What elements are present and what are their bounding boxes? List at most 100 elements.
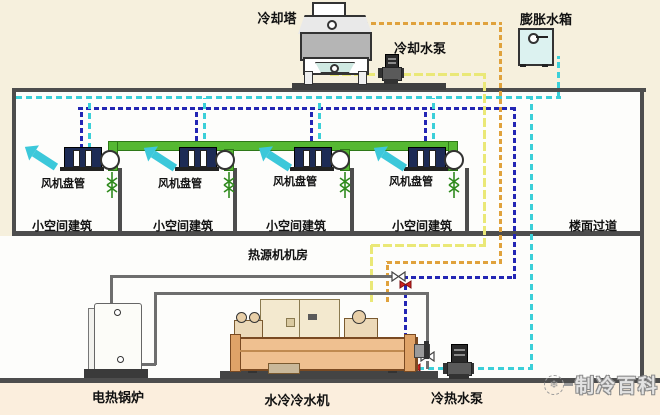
tower-platform — [292, 83, 446, 90]
fan-coil-base — [290, 167, 334, 171]
cooling-pump-motor — [385, 54, 399, 69]
riser-valve-icon — [106, 172, 118, 198]
boiler-return-drop — [426, 294, 429, 352]
vessel-end-cap — [230, 334, 241, 372]
shutoff-valve-icon — [391, 271, 406, 282]
float-ball-icon — [528, 33, 539, 44]
pump-flange — [378, 68, 383, 78]
chiller-control-cabinet — [260, 299, 340, 340]
water-pump-label: 冷热水泵 — [430, 391, 483, 406]
boiler-drain-circle — [117, 356, 124, 363]
fan-icon — [330, 150, 350, 170]
chilled-blue-drop — [404, 283, 407, 346]
snowflake-icon: ❄ — [549, 379, 559, 391]
chilled-blue-riser — [513, 107, 516, 279]
partition-1 — [118, 168, 122, 231]
expansion-tank-line — [557, 57, 560, 98]
tower-leg — [358, 71, 367, 85]
room-label: 小空间建筑 — [152, 219, 213, 233]
room-label: 小空间建筑 — [31, 219, 92, 233]
fan-coil-base — [404, 167, 448, 171]
floor-line — [12, 231, 644, 236]
fc2-cyan-drop — [203, 98, 206, 149]
cabinet-divider — [299, 300, 300, 337]
cooling-water-orange-drop — [386, 261, 389, 302]
fc4-cyan-drop — [432, 98, 435, 149]
roof-line — [12, 88, 646, 92]
corridor-label: 楼面过道 — [568, 219, 617, 233]
watermark-dash — [564, 383, 573, 386]
chilled-cyan-riser — [530, 96, 533, 370]
green-main-duct — [108, 141, 458, 151]
fc3-blue-drop — [310, 109, 313, 149]
cooling-water-orange-line — [355, 22, 502, 25]
chilled-supply-cyan-header — [16, 96, 561, 99]
fitting-circle — [249, 312, 260, 323]
cooling-pump-label: 冷却水泵 — [393, 41, 446, 56]
fc2-blue-drop — [195, 109, 198, 149]
valve-stub — [426, 361, 429, 369]
fan-coil-label: 风机盘管 — [389, 176, 433, 188]
fc4-blue-drop — [424, 109, 427, 149]
basin-drain-circle — [330, 64, 339, 73]
cooling-water-yellow-line — [371, 244, 486, 247]
vessel-tube-line — [240, 350, 404, 352]
cooling-water-yellow-drop — [370, 244, 373, 302]
fan-coil-unit — [64, 147, 102, 169]
fan-icon — [215, 150, 235, 170]
fc1-cyan-drop — [88, 98, 91, 149]
cooling-water-yellow-line — [330, 73, 486, 76]
fan-coil-label: 风机盘管 — [273, 176, 317, 188]
riser-valve-icon — [339, 172, 351, 198]
boiler-base — [84, 369, 148, 378]
partition-2 — [233, 168, 237, 231]
cooling-tower-body — [300, 32, 372, 61]
chilled-blue-machine-line — [403, 276, 516, 279]
machine-room-label: 热源机机房 — [247, 248, 308, 262]
fan-icon — [444, 150, 464, 170]
fan-coil-base — [60, 167, 104, 171]
left-wall — [12, 88, 16, 231]
chiller-platform — [220, 371, 438, 379]
room-label: 小空间建筑 — [391, 219, 452, 233]
chilled-return-blue-header — [78, 107, 516, 110]
expansion-tank-label: 膨胀水箱 — [519, 12, 572, 27]
ground-line — [0, 378, 660, 383]
fan-coil-unit — [179, 147, 217, 169]
fan-coil-label: 风机盘管 — [158, 178, 202, 190]
pump-base — [384, 79, 398, 84]
chiller-vessel — [230, 337, 418, 371]
tower-leg — [304, 71, 313, 85]
tank-foot — [520, 64, 526, 67]
chiller-label: 水冷冷水机 — [264, 393, 330, 408]
partition-4 — [465, 168, 469, 231]
fitting-circle — [236, 312, 247, 323]
pump-base — [449, 374, 469, 379]
watermark-text: 制冷百科 — [575, 376, 660, 397]
fc1-blue-drop — [80, 109, 83, 149]
watermark-logo: ❄ — [544, 375, 564, 395]
tank-foot — [542, 64, 548, 67]
cooling-water-orange-riser — [499, 22, 502, 264]
float-arm — [536, 36, 548, 38]
chiller-drain-box — [268, 363, 300, 374]
pump-flange — [443, 363, 448, 374]
fan-coil-unit — [294, 147, 332, 169]
boiler-gauge-circle — [114, 309, 121, 316]
fitting-circle — [352, 310, 366, 324]
boiler-return-stub — [138, 363, 156, 366]
riser-valve-icon — [223, 172, 235, 198]
boiler-label: 电热锅炉 — [91, 390, 144, 405]
boiler-return-pipe-h — [154, 292, 429, 295]
fan-icon — [100, 150, 120, 170]
fan-coil-unit — [408, 147, 446, 169]
boiler-return-pipe-v — [154, 293, 157, 365]
cooling-tower-label: 冷却塔 — [257, 11, 297, 26]
fan-coil-base — [175, 167, 219, 171]
nozzle-flange — [424, 341, 429, 359]
riser-valve-icon — [448, 172, 460, 198]
cooling-water-yellow-riser — [483, 73, 486, 247]
partition-3 — [350, 168, 354, 231]
tower-inlet-circle — [327, 20, 337, 30]
